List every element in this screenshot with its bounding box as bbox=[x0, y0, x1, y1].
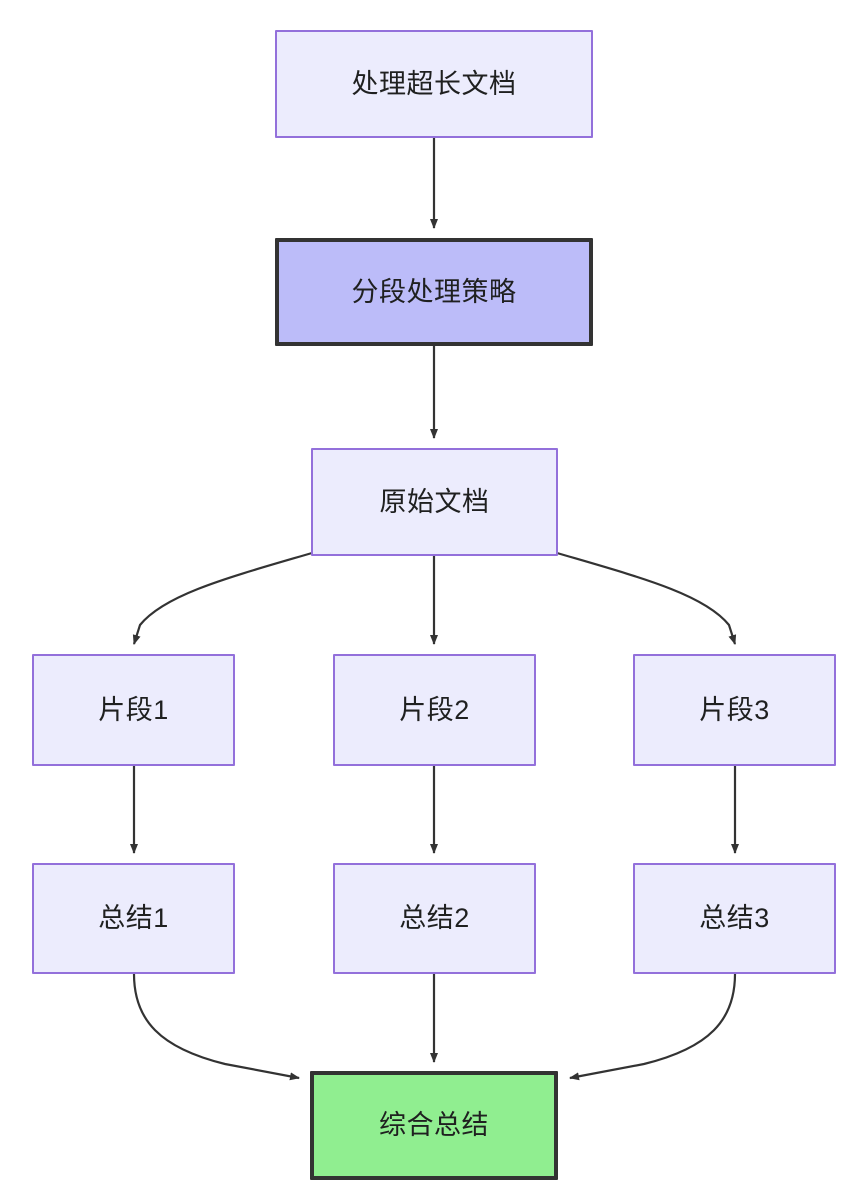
node-label: 分段处理策略 bbox=[351, 276, 517, 307]
node-fragment-2[interactable]: 片段2 bbox=[333, 654, 536, 766]
node-process-long-document[interactable]: 处理超长文档 bbox=[275, 30, 593, 138]
node-summary-2[interactable]: 总结2 bbox=[333, 863, 536, 974]
edge-n3-n4 bbox=[132, 551, 313, 645]
node-fragment-1[interactable]: 片段1 bbox=[32, 654, 235, 766]
node-label: 总结3 bbox=[699, 903, 770, 934]
edge-n7-n10 bbox=[132, 973, 300, 1081]
edge-n3-n6 bbox=[556, 551, 737, 645]
node-fragment-3[interactable]: 片段3 bbox=[633, 654, 836, 766]
node-label: 原始文档 bbox=[379, 486, 490, 517]
node-summary-1[interactable]: 总结1 bbox=[32, 863, 235, 974]
node-combined-summary[interactable]: 综合总结 bbox=[310, 1071, 558, 1180]
node-original-document[interactable]: 原始文档 bbox=[311, 448, 558, 556]
node-label: 总结1 bbox=[98, 903, 169, 934]
node-label: 片段3 bbox=[699, 694, 770, 725]
edge-n9-n10 bbox=[569, 973, 737, 1081]
node-label: 总结2 bbox=[399, 903, 470, 934]
node-chunking-strategy[interactable]: 分段处理策略 bbox=[275, 238, 593, 346]
node-label: 处理超长文档 bbox=[351, 68, 517, 99]
node-summary-3[interactable]: 总结3 bbox=[633, 863, 836, 974]
node-label: 综合总结 bbox=[379, 1110, 489, 1141]
node-label: 片段2 bbox=[399, 694, 470, 725]
node-label: 片段1 bbox=[98, 694, 169, 725]
